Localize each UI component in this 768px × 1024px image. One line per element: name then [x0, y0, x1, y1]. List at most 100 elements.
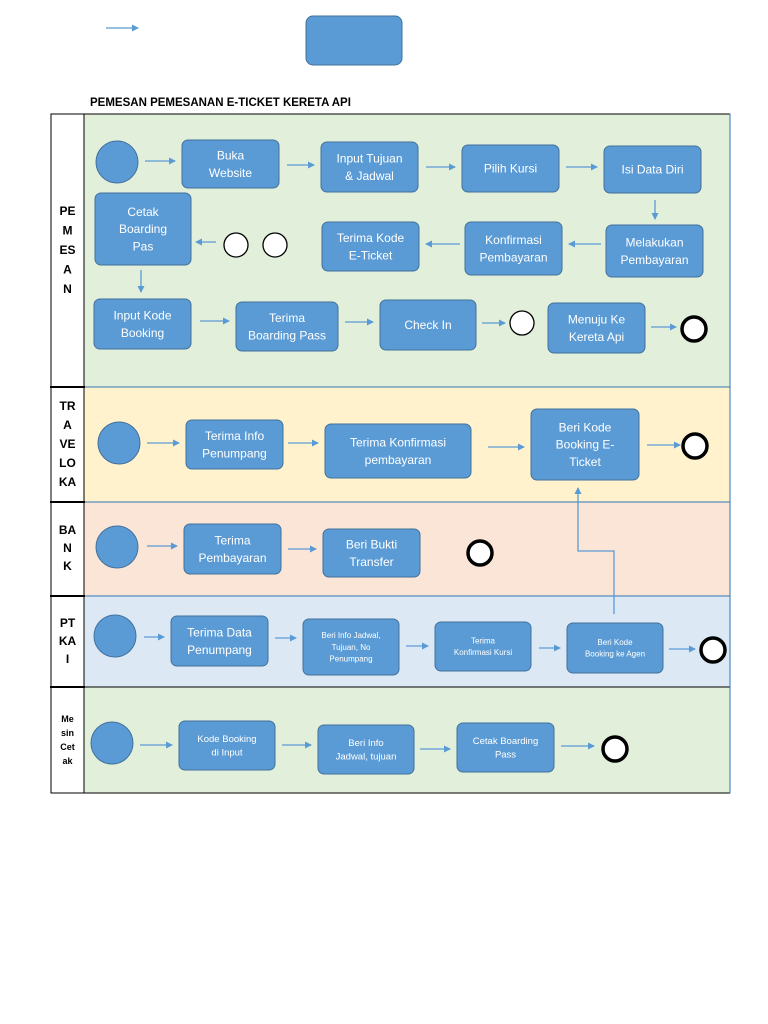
process-label: Kode Booking	[197, 734, 256, 745]
lane-label-pemesan: PE	[59, 204, 75, 218]
start-node-bank	[95, 525, 139, 569]
process-label: Boarding Pass	[248, 328, 326, 342]
connector-node	[223, 232, 249, 258]
lane-grid	[50, 113, 731, 794]
process-label: Terima Info	[205, 429, 265, 443]
process-label: Penumpang	[202, 446, 267, 460]
process-label: Terima	[471, 637, 496, 646]
lane-label-ptkai: KA	[59, 634, 77, 648]
lane-label-pemesan: ES	[59, 243, 75, 257]
end-node	[466, 539, 494, 567]
process-label: Booking ke Agen	[585, 650, 645, 659]
process-label: Ticket	[569, 455, 601, 469]
lane-label-mesin: sin	[61, 728, 74, 738]
lane-label-pemesan: N	[63, 282, 72, 296]
process-label: Konfirmasi Kursi	[454, 648, 512, 657]
process-label: Beri Info Jadwal,	[321, 631, 380, 640]
process-label: Boarding	[119, 222, 167, 236]
lane-label-mesin: ak	[62, 756, 73, 766]
process-label: Menuju Ke	[568, 313, 626, 327]
lane-label-traveloka: VE	[59, 437, 75, 451]
process-label: & Jadwal	[345, 169, 394, 183]
end-node	[601, 735, 629, 763]
lane-label-traveloka: KA	[59, 475, 77, 489]
process-label: Website	[209, 166, 252, 180]
process-label: Booking	[121, 326, 164, 340]
process-pilih-kursi: Pilih Kursi	[461, 144, 560, 193]
process-label: Cetak	[127, 205, 159, 219]
process-label: Kereta Api	[569, 330, 624, 344]
process-label: Jadwal, tujuan	[336, 752, 397, 763]
legend-process-box	[305, 15, 403, 66]
process-label: Pas	[133, 240, 154, 254]
process-label: Beri Info	[348, 738, 383, 749]
process-label: Beri Kode	[597, 638, 633, 647]
process-isi-data-diri: Isi Data Diri	[603, 145, 702, 194]
edges	[137, 157, 696, 753]
connector-node	[262, 232, 288, 258]
process-label: Penumpang	[187, 643, 252, 657]
process-label: di Input	[211, 748, 243, 759]
lane-label-bank: N	[63, 541, 72, 555]
process-label: E-Ticket	[349, 248, 393, 262]
process-label: Input Kode	[113, 309, 171, 323]
process-label: Input Tujuan	[336, 152, 402, 166]
connector-node	[509, 310, 535, 336]
process-label: Buka	[217, 149, 245, 163]
process-label: Penumpang	[329, 654, 372, 663]
start-node-ptkai	[93, 614, 137, 658]
process-label: Isi Data Diri	[621, 163, 683, 177]
process-label: Terima	[269, 311, 305, 325]
end-node	[680, 315, 708, 343]
process-input-tujuan: Input Tujuan & Jadwal	[320, 141, 419, 193]
lane-label-pemesan: A	[63, 263, 72, 277]
lane-label-traveloka: A	[63, 418, 72, 432]
start-node-pemesan	[95, 140, 139, 184]
process-label: Terima Data	[187, 626, 252, 640]
process-label: Terima	[214, 534, 250, 548]
process-label: Konfirmasi	[485, 233, 542, 247]
process-label: Check In	[404, 318, 451, 332]
process-label: Booking E-	[556, 438, 615, 452]
process-label: Transfer	[349, 555, 393, 569]
lane-label-traveloka: TR	[60, 399, 76, 413]
process-label: Terima Konfirmasi	[350, 436, 446, 450]
process-label: Cetak Boarding	[473, 736, 538, 747]
process-label: Melakukan	[625, 236, 683, 250]
process-label: Pembayaran	[479, 250, 547, 264]
process-label: Pass	[495, 750, 516, 761]
flow-arrow-elbow	[574, 487, 615, 614]
end-node	[699, 636, 727, 664]
lane-label-mesin: Cet	[60, 742, 75, 752]
process-check-in: Check In	[379, 299, 477, 351]
start-node-traveloka	[97, 421, 141, 465]
process-label: Beri Kode	[559, 420, 612, 434]
process-label: Pembayaran	[620, 253, 688, 267]
process-label: Pilih Kursi	[484, 162, 537, 176]
lane-label-ptkai: I	[66, 652, 69, 666]
lane-label-ptkai: PT	[60, 616, 76, 630]
process-kode-booking-di-input: Kode Booking di Input	[178, 720, 276, 771]
process-label: Terima Kode	[337, 231, 405, 245]
lane-label-pemesan: M	[63, 224, 73, 238]
process-menuju-kereta-api: Menuju Ke Kereta Api	[547, 302, 646, 354]
start-node-mesin	[90, 721, 134, 765]
end-node	[681, 432, 709, 460]
